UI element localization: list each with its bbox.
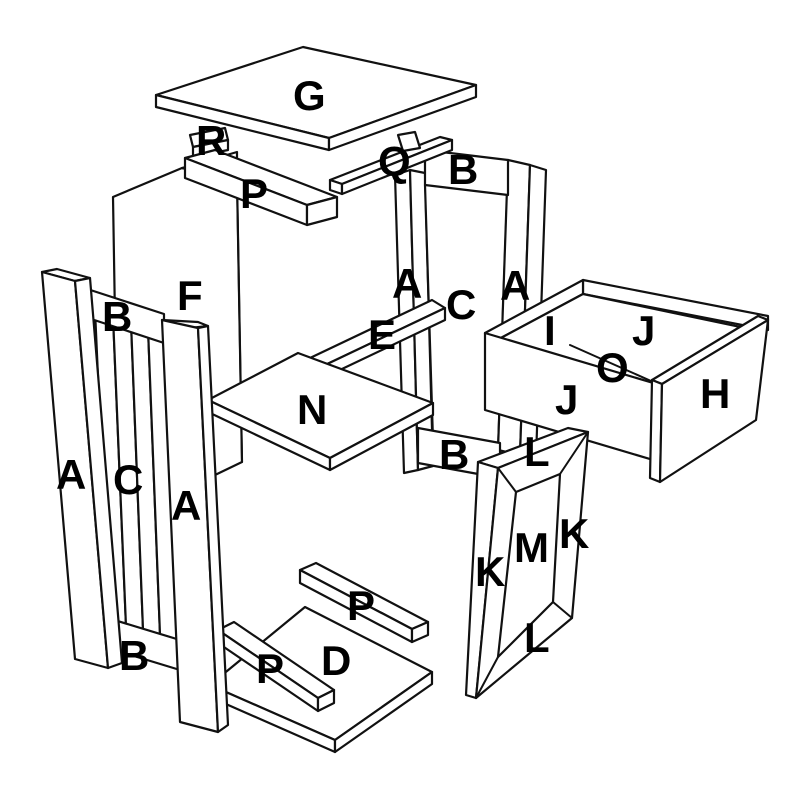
- part-labels: G R P Q B A A C E F N B B A C A B I J O …: [56, 72, 730, 692]
- label-side-upper-rail: B: [102, 293, 132, 340]
- shelf-n: [206, 351, 435, 472]
- label-side-slats: C: [113, 456, 143, 503]
- label-door-rail-top: L: [524, 428, 550, 475]
- label-side-left-stile: A: [56, 451, 86, 498]
- label-drawer-front: H: [700, 370, 730, 417]
- label-door-stile-right: K: [559, 510, 589, 557]
- label-side-right-stile: A: [171, 482, 201, 529]
- label-drawer-bottom: O: [596, 344, 629, 391]
- door: [464, 426, 590, 700]
- label-top-back-rail: Q: [378, 138, 411, 185]
- label-drawer-back: J: [632, 307, 655, 354]
- label-side-panel: F: [177, 272, 203, 319]
- label-back-lower-rail: B: [439, 431, 469, 478]
- label-shelf-cleat: E: [368, 311, 396, 358]
- label-top-cleat: R: [196, 117, 226, 164]
- label-bottom-front-rail: P: [256, 645, 284, 692]
- drawer: [483, 278, 770, 484]
- label-door-rail-bottom: L: [524, 614, 550, 661]
- label-top: G: [293, 72, 326, 119]
- label-back-panel: C: [446, 281, 476, 328]
- label-top-front-rail: P: [240, 170, 268, 217]
- label-door-stile-left: K: [475, 548, 505, 595]
- label-drawer-side-front: J: [555, 376, 578, 423]
- top-assembly: [154, 45, 478, 227]
- label-bottom-back-rail: P: [347, 582, 375, 629]
- bottom-assembly: [208, 561, 434, 754]
- label-shelf: N: [297, 386, 327, 433]
- label-back-stile-right: A: [500, 262, 530, 309]
- label-side-lower-rail: B: [119, 632, 149, 679]
- label-back-upper-rail: B: [448, 146, 478, 193]
- label-drawer-side-left: I: [544, 307, 556, 354]
- label-bottom: D: [321, 637, 351, 684]
- side-frame: [40, 267, 230, 734]
- label-door-panel: M: [514, 524, 549, 571]
- label-back-stile-left: A: [392, 260, 422, 307]
